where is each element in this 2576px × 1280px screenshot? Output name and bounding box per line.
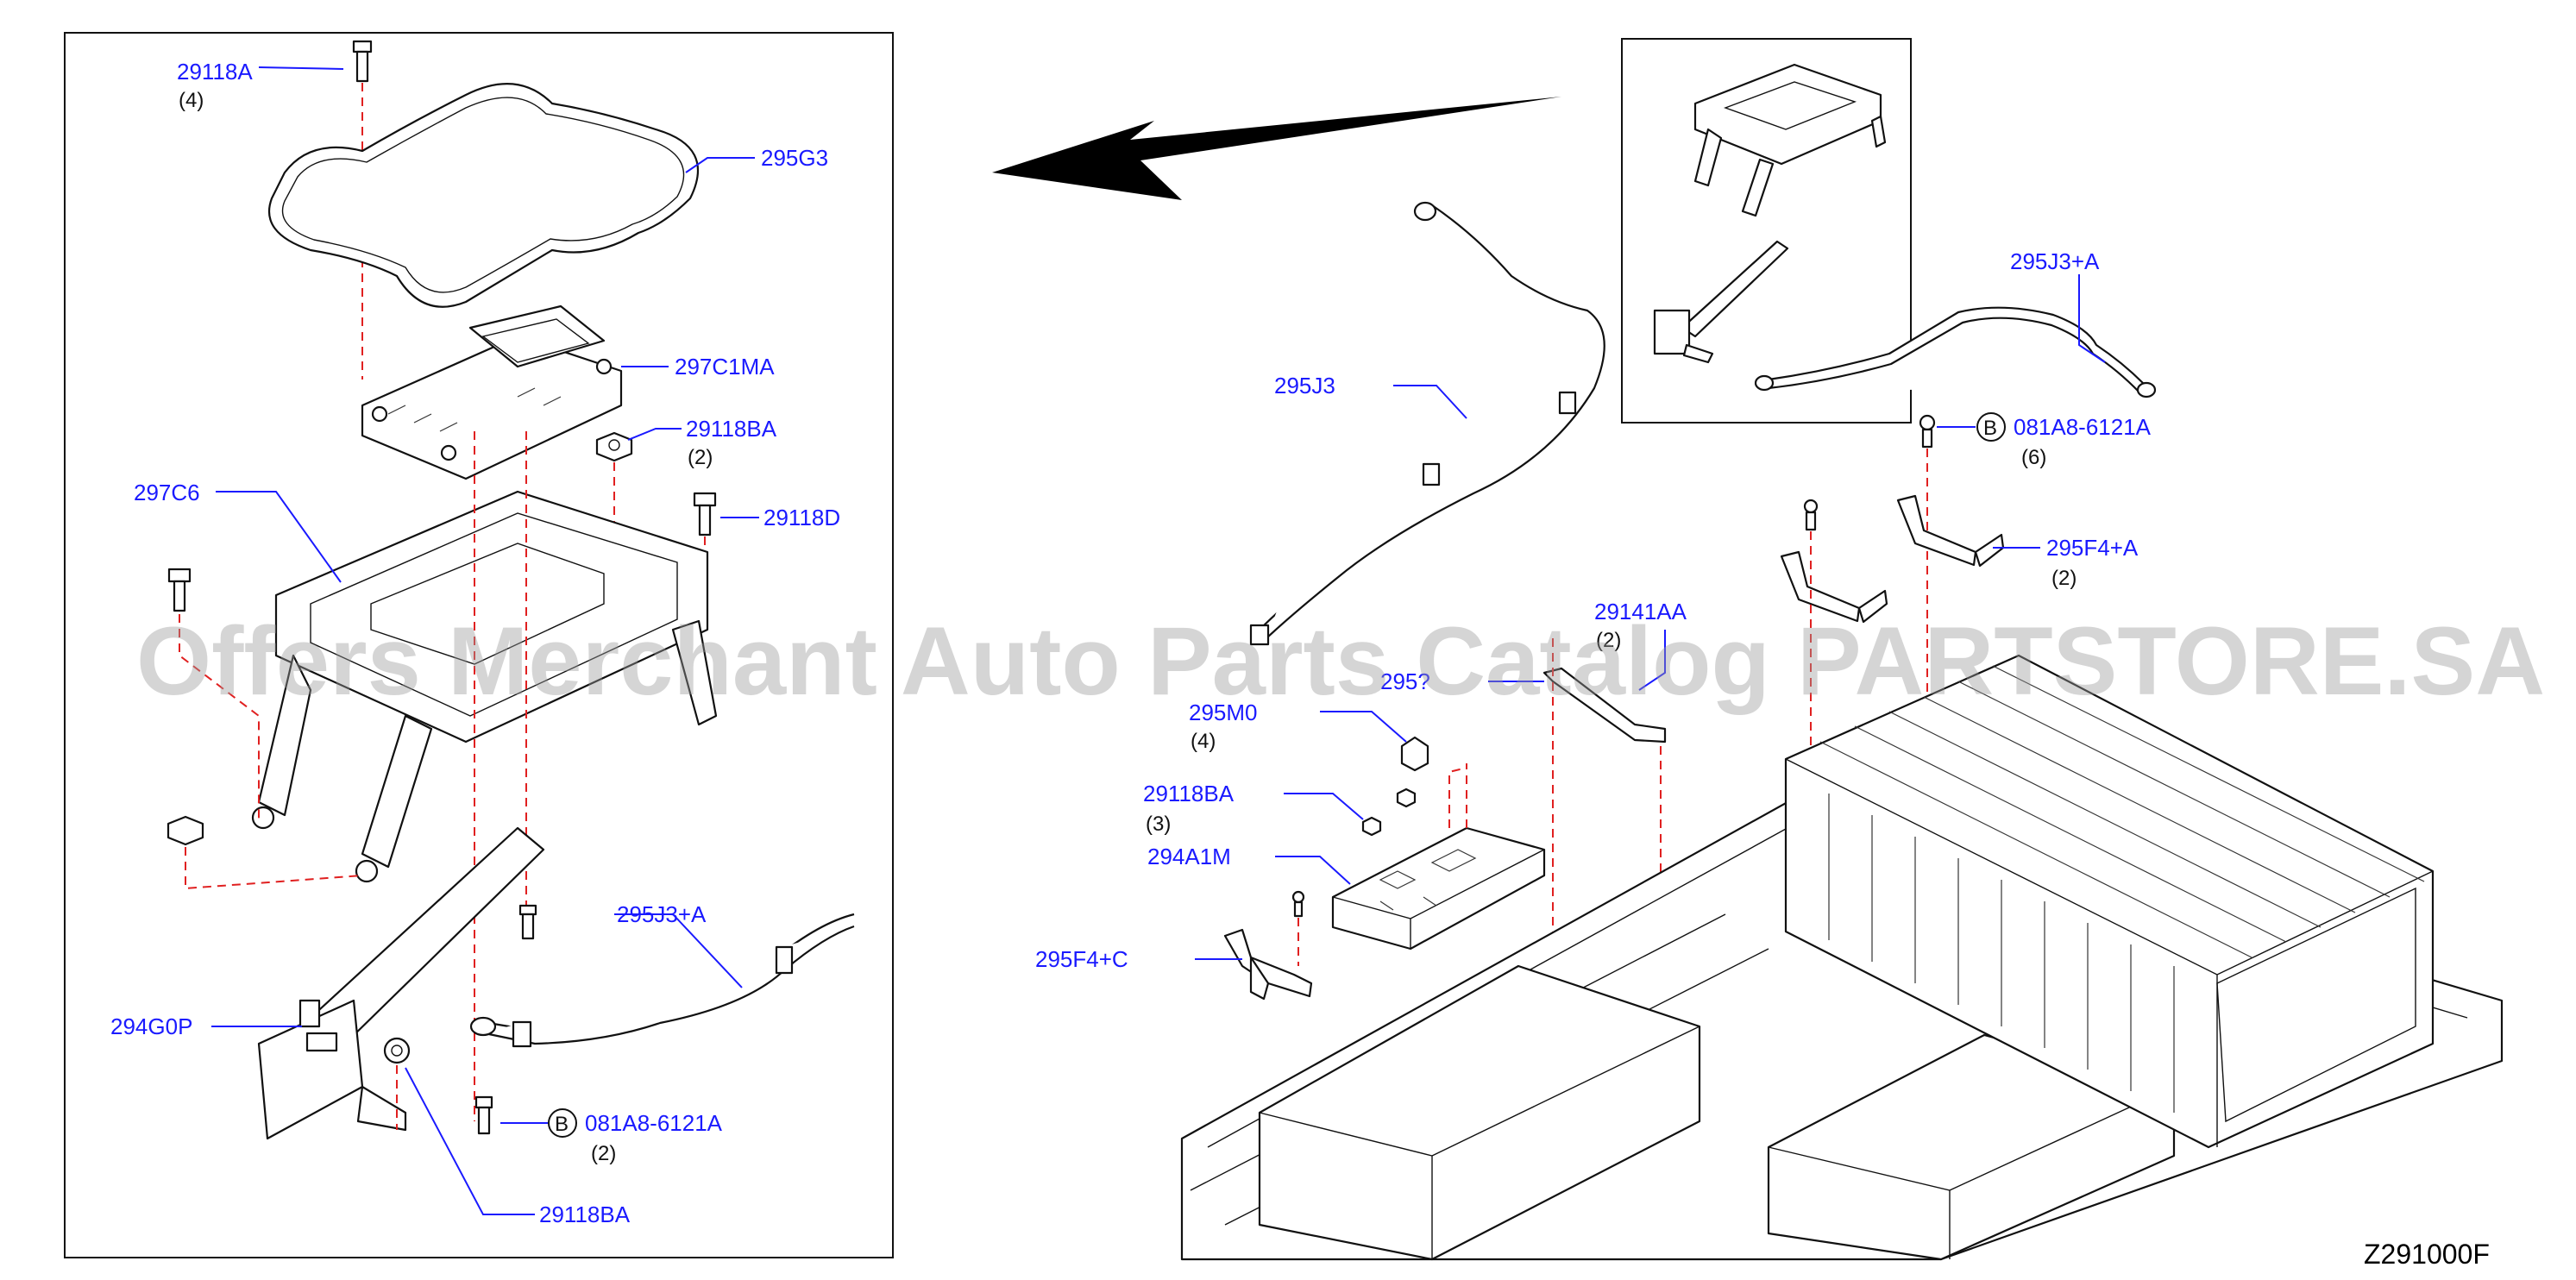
bolt-29118D (693, 492, 717, 536)
callout-294A1M: 294A1M (1147, 844, 1231, 869)
qty-081A8-right: (6) (2021, 446, 2046, 469)
callout-295G3: 295G3 (761, 145, 828, 171)
bracket-294G0P (257, 826, 545, 1140)
b-circle-left (548, 1108, 577, 1138)
qty-29118BA-top: (2) (688, 446, 713, 469)
leader-29118BA-mid (1284, 793, 1364, 820)
callout-29118D: 29118D (763, 505, 840, 530)
clip-295M0 (1400, 736, 1429, 772)
leader-294A1M (1275, 856, 1351, 885)
nut-29118BA-top (595, 431, 633, 462)
callout-295F4A: 295F4+A (2046, 535, 2139, 561)
qty-29118A: (4) (179, 89, 204, 112)
leader-295J3A-left (614, 913, 743, 988)
inset-tray (1693, 63, 1887, 217)
leader-295G3 (685, 157, 755, 173)
cable-295J3 (1249, 201, 1605, 646)
nut-29118BA-bottom (383, 1037, 411, 1064)
bracket-295F4A-2 (1780, 550, 1888, 624)
battery-pack-assembly (1180, 654, 2504, 1261)
bracket-295F4A-1 (1896, 494, 2005, 568)
leader-295J3A-right (2078, 274, 2106, 363)
bracket-295F4C (1223, 928, 1313, 1001)
callout-297C1MA: 297C1MA (675, 354, 775, 380)
junction-box-294A1M (1331, 763, 1546, 951)
callout-29118BA-mid: 29118BA (1143, 781, 1235, 806)
leader-29118BA-top (627, 428, 682, 441)
cable-295J3A-left (469, 913, 855, 1048)
callout-295J3A-left: 295J3+A (617, 901, 707, 927)
detail-view-frame (64, 32, 894, 1258)
b-circle-right (1976, 412, 2006, 442)
callout-29141AA: 29141AA (1594, 599, 1687, 624)
nut-left-side (166, 815, 204, 846)
qty-295F4A: (2) (2051, 567, 2077, 590)
callout-081A8-right: 081A8-6121A (2014, 414, 2152, 440)
callout-295-partial: 295? (1380, 668, 1430, 694)
inset-strap (1653, 240, 1789, 364)
callout-29118A: 29118A (177, 59, 253, 85)
inset-cable (1754, 306, 2157, 398)
callout-294G0P: 294G0P (110, 1013, 192, 1039)
b-label-left: B (555, 1113, 569, 1136)
b-label-right: B (1983, 417, 1997, 440)
bolt-295F4C (1291, 890, 1305, 918)
leader-29118BA-bottom (405, 1067, 535, 1215)
callout-295J3A-right: 295J3+A (2010, 248, 2100, 274)
leader-295M0 (1320, 711, 1407, 743)
bolt-295F4A (1803, 499, 1819, 531)
connector-bracket-297C1MA (361, 304, 623, 480)
callout-295J3: 295J3 (1274, 373, 1335, 398)
bolt-294G0P (518, 904, 537, 940)
nut-29118BA-middle (1361, 787, 1417, 837)
inset-frame (1621, 38, 1912, 424)
qty-29141AA: (2) (1596, 629, 1621, 652)
tray-297C6 (251, 490, 718, 883)
bracket-29141AA (1542, 667, 1667, 744)
leader-29118A (258, 66, 344, 70)
qty-081A8-left: (2) (591, 1142, 616, 1165)
callout-29118BA-bottom: 29118BA (539, 1202, 631, 1227)
leader-295J3 (1393, 385, 1467, 419)
qty-29118BA-mid: (3) (1146, 813, 1171, 836)
bolt-left-side (167, 568, 192, 612)
callout-29118BA-top: 29118BA (686, 416, 777, 442)
bolt-29118A (352, 40, 373, 83)
bolt-081A8-right (1919, 414, 1936, 449)
callout-297C6: 297C6 (134, 480, 200, 505)
gasket-295G3 (267, 83, 699, 308)
qty-295M0: (4) (1191, 730, 1216, 753)
leader-29141AA (1638, 630, 1666, 691)
watermark-text: Offers Merchant Auto Parts Catalog PARTS… (136, 607, 2545, 715)
callout-295M0: 295M0 (1189, 700, 1258, 725)
diagram-code: Z291000F (2364, 1239, 2490, 1270)
callout-295F4C: 295F4+C (1035, 946, 1128, 972)
leader-297C6 (216, 491, 342, 583)
direction-arrow (992, 97, 1561, 200)
callout-081A8-left: 081A8-6121A (585, 1110, 723, 1136)
bolt-081A8-left (474, 1095, 493, 1135)
